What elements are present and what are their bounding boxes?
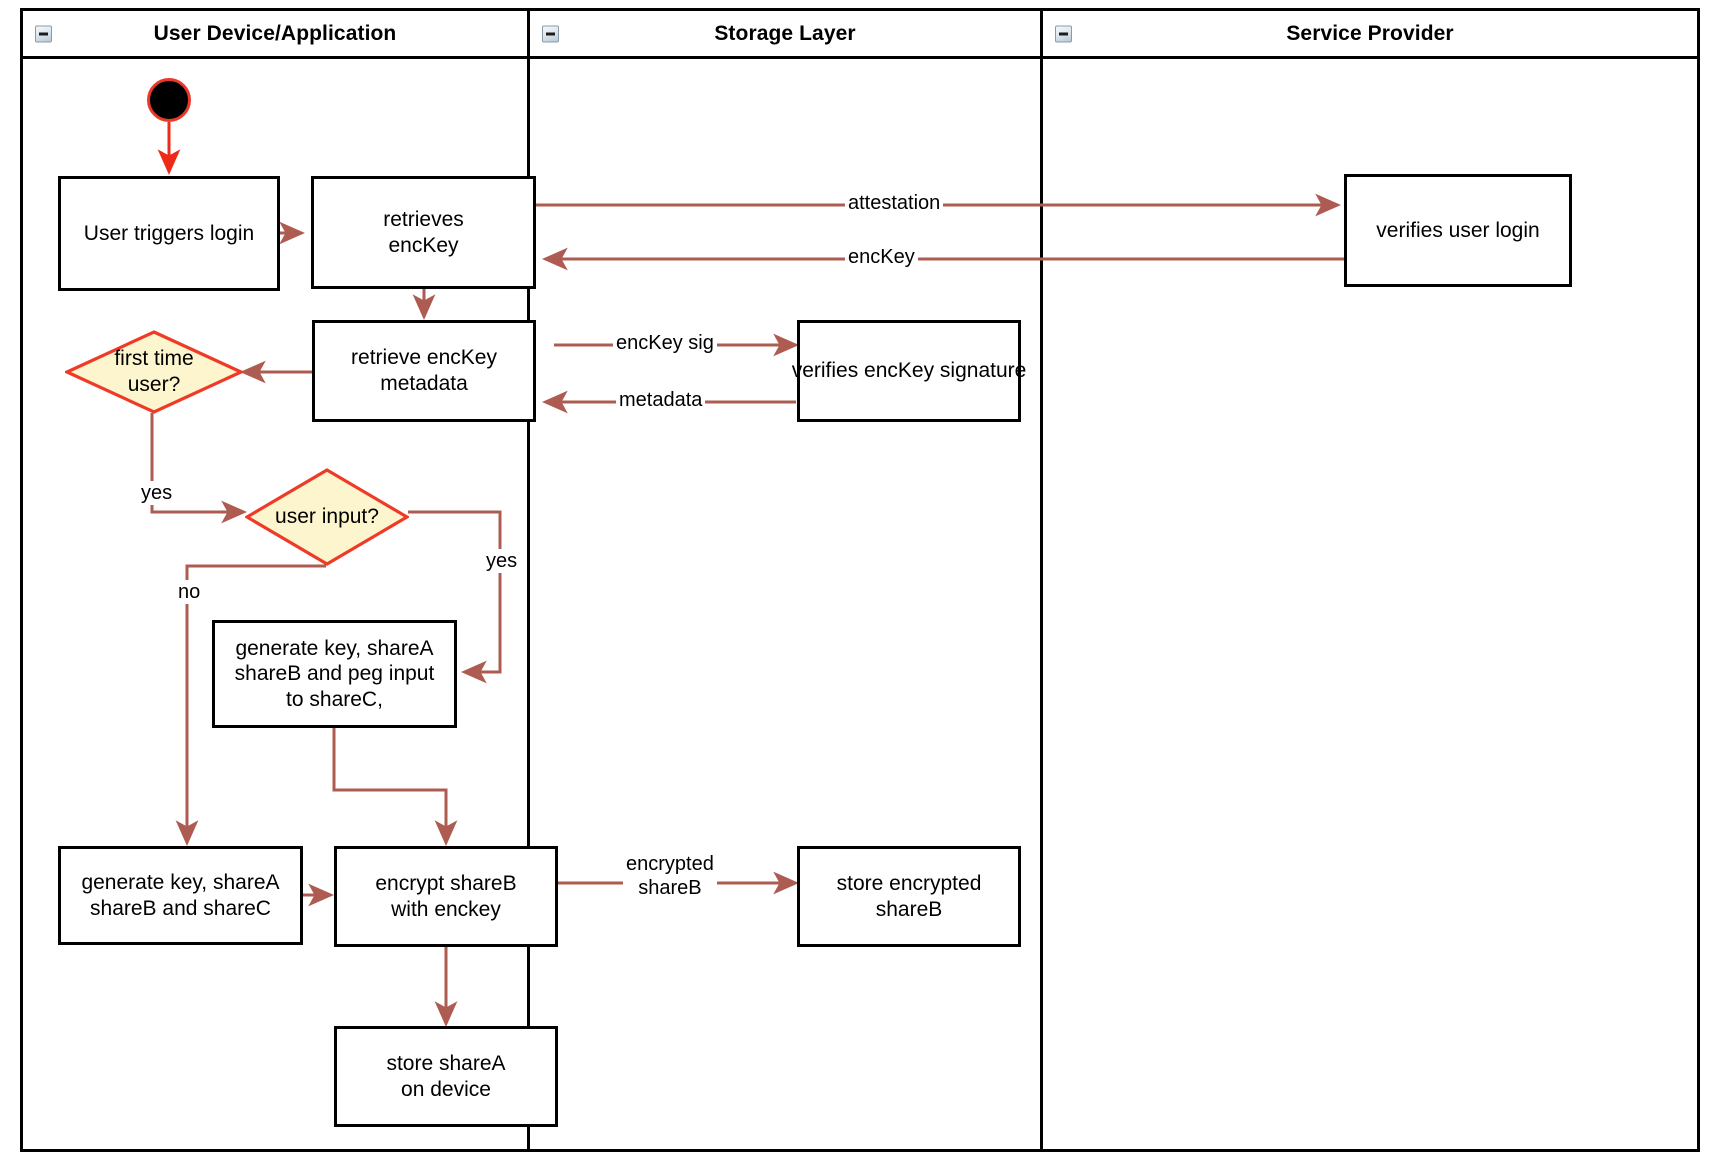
swimlane-frame: User Device/Application Storage Layer Se… <box>20 8 1700 1152</box>
activity-retrieves-enckey[interactable]: retrieves encKey <box>311 176 536 289</box>
decision-user-input[interactable]: user input? <box>245 468 409 566</box>
swimlane-title-service-provider: Service Provider <box>1286 21 1454 45</box>
swimlane-user-device[interactable]: User Device/Application <box>23 11 527 1149</box>
edge-label-enckey-sig: encKey sig <box>613 331 717 355</box>
decision-label: user input? <box>275 505 379 529</box>
activity-retrieve-enckey-metadata[interactable]: retrieve encKey metadata <box>312 320 536 422</box>
initial-node[interactable] <box>147 78 191 122</box>
collapse-minus-icon[interactable] <box>542 25 559 42</box>
activity-label: verifies user login <box>1376 218 1540 242</box>
activity-label: encrypt shareB with enckey <box>375 871 517 921</box>
edge-label-attestation: attestation <box>845 191 944 215</box>
activity-verifies-enckey-signature[interactable]: verifies encKey signature <box>792 320 1026 422</box>
activity-user-triggers-login[interactable]: User triggers login <box>58 176 280 291</box>
swimlane-header-user-device[interactable]: User Device/Application <box>23 11 527 59</box>
activity-label: store encrypted shareB <box>836 871 982 921</box>
activity-label: verifies encKey signature <box>791 359 1027 383</box>
edge-label-encrypted-shareb: encrypted shareB <box>623 852 717 900</box>
swimlane-title-storage-layer: Storage Layer <box>714 21 856 45</box>
edge-label-enckey: encKey <box>845 245 918 269</box>
decision-shape <box>245 468 409 566</box>
swimlane-header-storage-layer[interactable]: Storage Layer <box>530 11 1040 59</box>
swimlane-service-provider[interactable]: Service Provider <box>1040 11 1697 1149</box>
activity-label: generate key, shareA shareB and peg inpu… <box>234 636 435 711</box>
edge-label-first-time-user-yes: yes <box>138 481 176 505</box>
edge-label-user-input-yes: yes <box>483 549 521 573</box>
activity-label: generate key, shareA shareB and shareC <box>81 870 280 920</box>
activity-store-sharea[interactable]: store shareA on device <box>334 1026 558 1127</box>
collapse-minus-icon[interactable] <box>1055 25 1072 42</box>
activity-label: User triggers login <box>83 221 255 245</box>
activity-encrypt-shareb[interactable]: encrypt shareB with enckey <box>334 846 558 947</box>
edge-label-user-input-no: no <box>175 580 204 604</box>
swimlane-storage-layer[interactable]: Storage Layer <box>527 11 1040 1149</box>
activity-label: store shareA on device <box>386 1051 506 1101</box>
edge-label-metadata: metadata <box>616 388 706 412</box>
decision-label: first time user? <box>114 347 194 396</box>
activity-verifies-user-login[interactable]: verifies user login <box>1344 174 1572 287</box>
activity-generate-key-shares[interactable]: generate key, shareA shareB and shareC <box>58 846 303 945</box>
decision-shape <box>65 330 243 414</box>
activity-label: retrieves encKey <box>383 207 464 257</box>
activity-label: retrieve encKey metadata <box>351 346 497 395</box>
swimlane-title-user-device: User Device/Application <box>153 21 397 45</box>
activity-generate-key-peg[interactable]: generate key, shareA shareB and peg inpu… <box>212 620 457 728</box>
collapse-minus-icon[interactable] <box>35 25 52 42</box>
activity-store-encrypted-shareb[interactable]: store encrypted shareB <box>797 846 1021 947</box>
swimlane-header-service-provider[interactable]: Service Provider <box>1043 11 1697 59</box>
decision-first-time-user[interactable]: first time user? <box>65 330 243 414</box>
